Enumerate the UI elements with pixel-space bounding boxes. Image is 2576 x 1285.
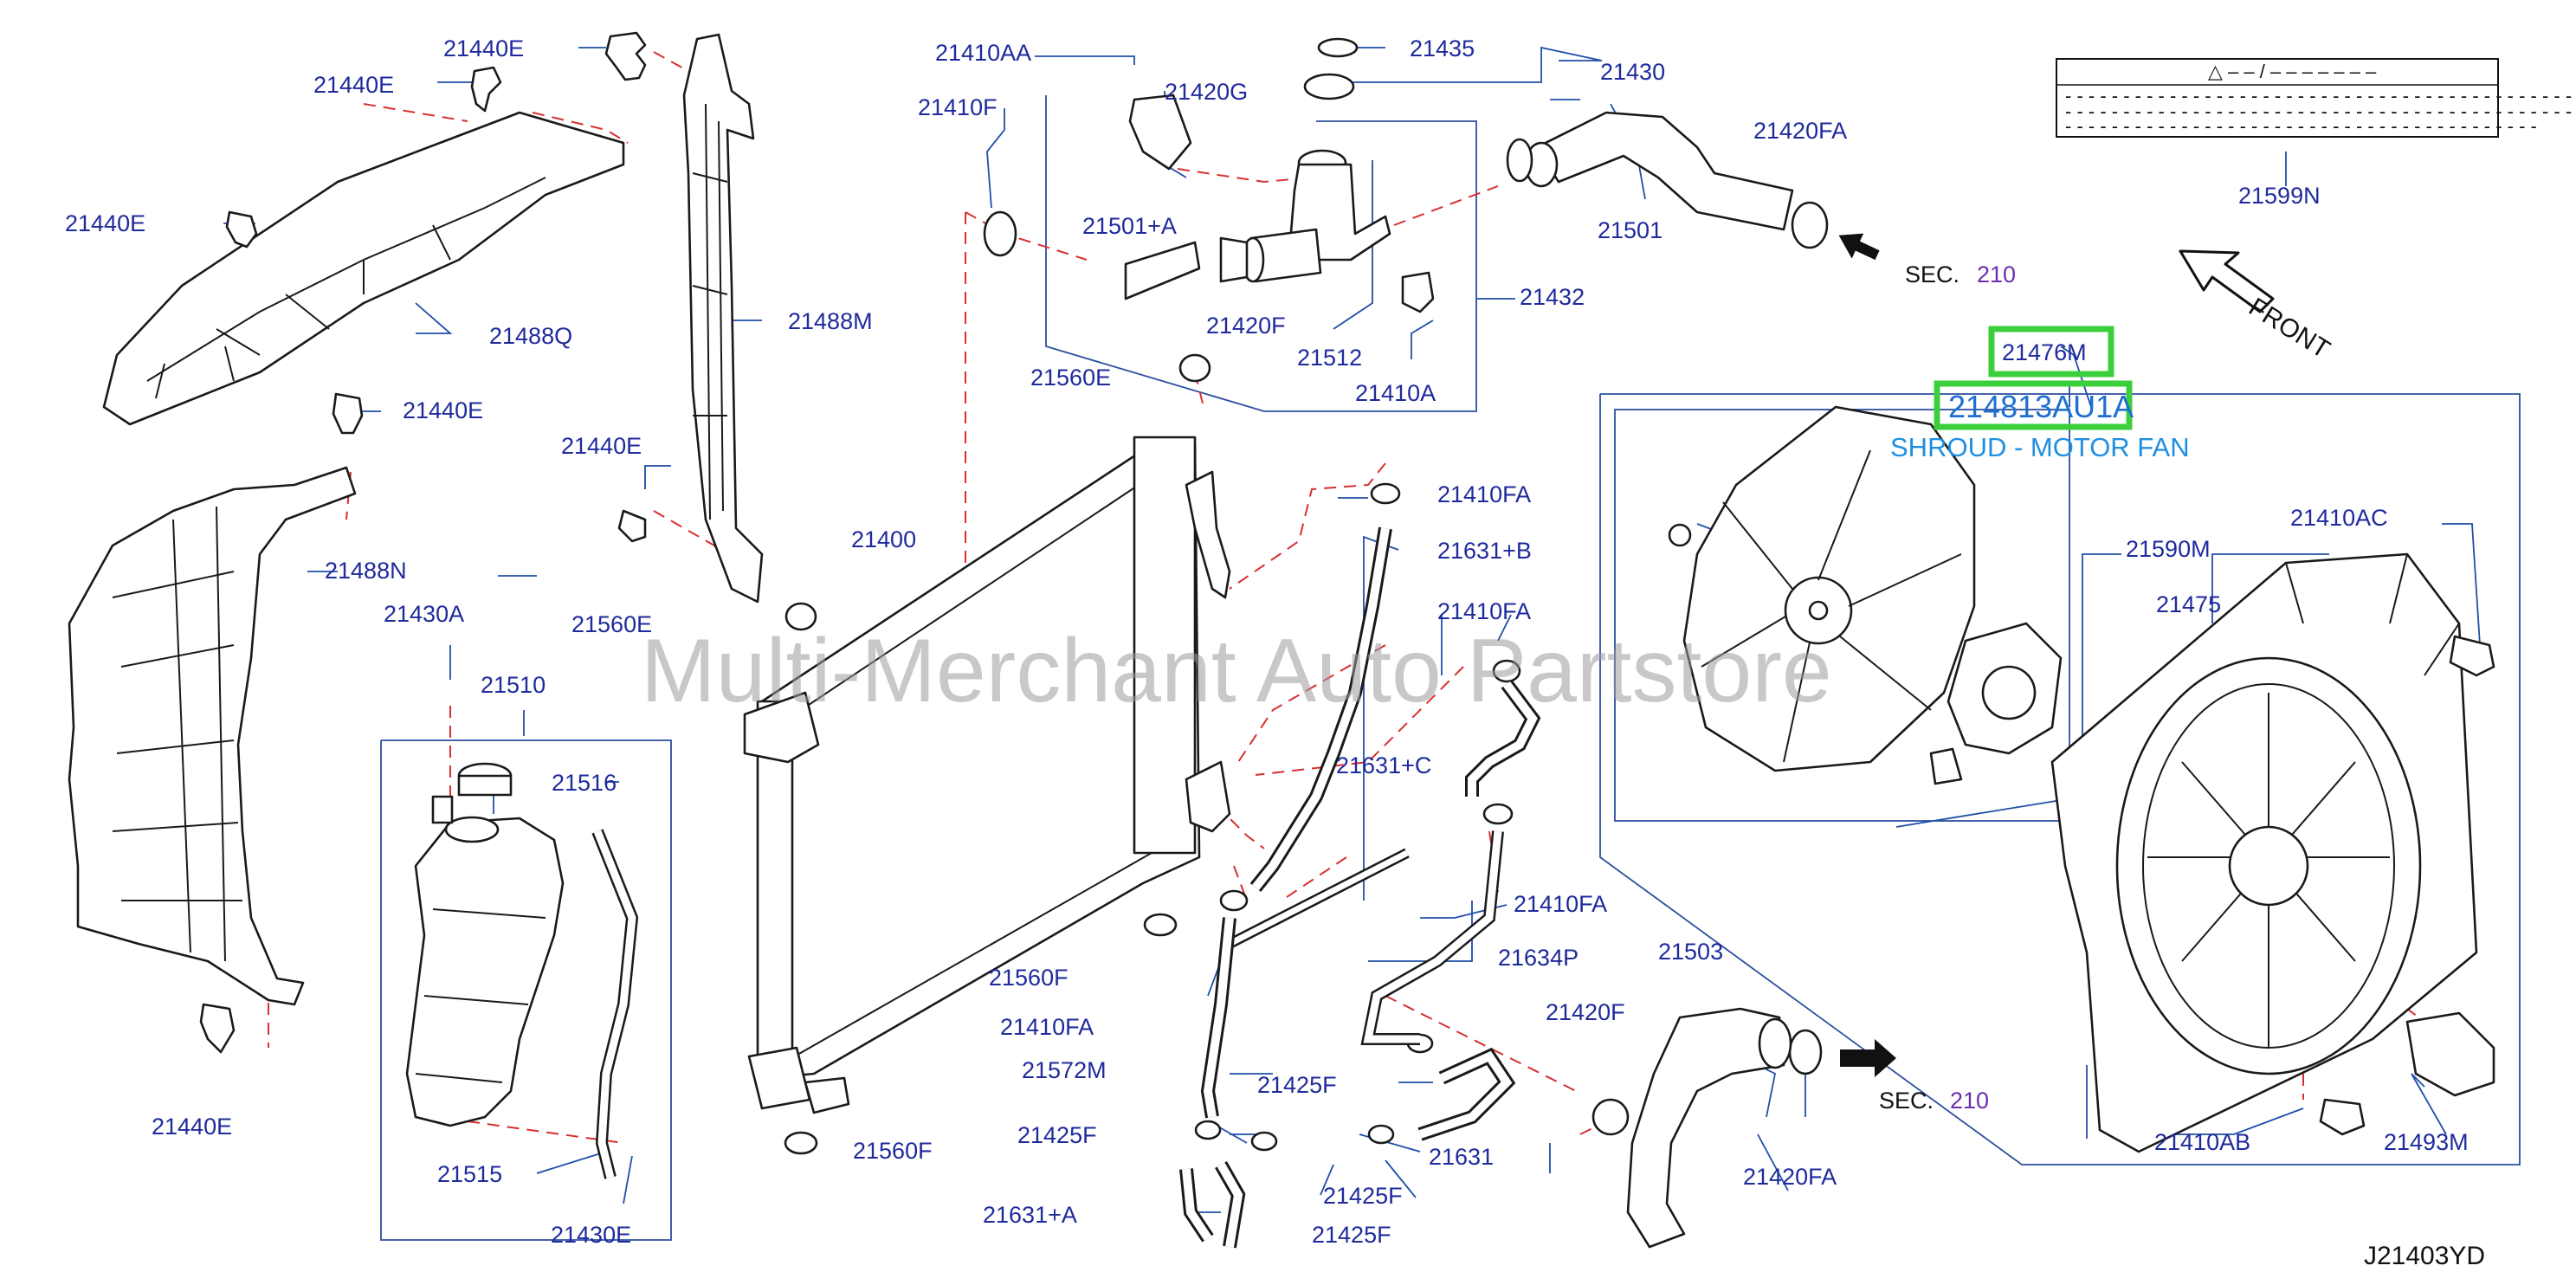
- label-21599N[interactable]: 21599N: [2238, 183, 2321, 209]
- label-21430E[interactable]: 21430E: [551, 1222, 631, 1248]
- label-21440E[interactable]: 21440E: [403, 397, 483, 423]
- upper-hose: [1506, 111, 1829, 249]
- warning-card-line-1: - - - - - - - - - - - - - - - - - - - - …: [2065, 85, 2576, 107]
- label-21501[interactable]: 21501: [1598, 217, 1662, 243]
- label-21410FA[interactable]: 21410FA: [1437, 481, 1531, 507]
- sec-arrows: [1838, 233, 1896, 1077]
- label-21440E[interactable]: 21440E: [313, 72, 394, 98]
- sec-ref-top-number[interactable]: 210: [1977, 262, 2016, 287]
- clips: [199, 31, 647, 1054]
- label-21515[interactable]: 21515: [437, 1161, 502, 1187]
- label-21572M[interactable]: 21572M: [1022, 1057, 1107, 1083]
- air-guide-side: [682, 33, 764, 604]
- label-21631C[interactable]: 21631+C: [1336, 752, 1431, 778]
- label-21440E[interactable]: 21440E: [152, 1114, 232, 1140]
- air-guide-upper: [102, 111, 625, 426]
- label-21560E[interactable]: 21560E: [1030, 365, 1111, 391]
- label-21560E[interactable]: 21560E: [571, 611, 652, 637]
- sec-ref-bottom-prefix: SEC.: [1879, 1088, 1934, 1114]
- label-21488N[interactable]: 21488N: [325, 558, 407, 584]
- grommets: [784, 353, 1211, 1155]
- overflow-hose: [591, 829, 639, 1179]
- label-21425F[interactable]: 21425F: [1312, 1222, 1391, 1248]
- label-21488Q[interactable]: 21488Q: [489, 323, 572, 349]
- label-21432[interactable]: 21432: [1520, 284, 1585, 310]
- label-21631[interactable]: 21631: [1429, 1144, 1494, 1170]
- label-21410FA[interactable]: 21410FA: [1437, 598, 1531, 624]
- warning-card-header: △ – – / – – – – – – –: [2208, 61, 2377, 82]
- warning-card-line-2: - - - - - - - - - - - - - - - - - - - - …: [2065, 100, 2576, 122]
- sec-ref-bottom-number[interactable]: 210: [1950, 1088, 1989, 1114]
- label-21410AB[interactable]: 21410AB: [2154, 1129, 2250, 1155]
- label-21425F[interactable]: 21425F: [1323, 1183, 1403, 1209]
- sec-ref-top-prefix: SEC.: [1905, 262, 1959, 287]
- label-21560F[interactable]: 21560F: [989, 965, 1068, 991]
- assembly-box-21510: [380, 739, 672, 1241]
- label-21631B[interactable]: 21631+B: [1437, 538, 1532, 564]
- label-21425F[interactable]: 21425F: [1017, 1122, 1097, 1148]
- label-21425F[interactable]: 21425F: [1257, 1072, 1337, 1098]
- highlight-description: SHROUD - MOTOR FAN: [1890, 432, 2190, 462]
- highlight-part-number[interactable]: 214813AU1A: [1948, 389, 2134, 424]
- label-21510[interactable]: 21510: [481, 672, 546, 698]
- label-21430[interactable]: 21430: [1600, 59, 1665, 85]
- warning-card: △ – – / – – – – – – – - - - - - - - - - …: [2056, 58, 2576, 138]
- air-guide-lower: [68, 466, 357, 1006]
- bolts-right: [2319, 635, 2495, 1136]
- label-21420FA[interactable]: 21420FA: [1753, 118, 1847, 144]
- highlight-box-part-number: [1934, 380, 2133, 430]
- label-21410FA[interactable]: 21410FA: [1000, 1014, 1094, 1040]
- label-21440E[interactable]: 21440E: [561, 433, 642, 459]
- label-21435[interactable]: 21435: [1410, 36, 1475, 61]
- highlight-box-21476M: [1988, 326, 2114, 378]
- fan-and-motor: [1668, 405, 2063, 785]
- assembly-box-21432: [1045, 95, 1477, 412]
- label-21493M[interactable]: 21493M: [2384, 1129, 2469, 1155]
- label-21475[interactable]: 21475: [2156, 591, 2221, 617]
- front-arrow-icon: [2179, 249, 2275, 313]
- connector: [2405, 1011, 2495, 1097]
- radiator: [743, 436, 1231, 1114]
- label-21410AA[interactable]: 21410AA: [935, 40, 1031, 66]
- diagram-code: J21403YD: [2364, 1242, 2485, 1270]
- label-21590M[interactable]: 21590M: [2126, 536, 2211, 562]
- warning-card-line-3: - - - - - - - - - - - - - - - - - - - - …: [2065, 115, 2537, 137]
- label-21488M[interactable]: 21488M: [788, 308, 873, 334]
- label-21410A[interactable]: 21410A: [1355, 380, 1436, 406]
- label-21410FA[interactable]: 21410FA: [1514, 891, 1607, 917]
- fan-shroud: [2050, 552, 2478, 1153]
- label-21420G[interactable]: 21420G: [1165, 79, 1248, 105]
- part-labels: 21440E 21440E 21440E 21488Q 21440E 21440…: [65, 36, 2469, 1248]
- label-21420F[interactable]: 21420F: [1546, 999, 1625, 1025]
- thermostat-housing: [1124, 37, 1435, 313]
- label-21501A[interactable]: 21501+A: [1082, 213, 1177, 239]
- label-21516[interactable]: 21516: [552, 770, 617, 796]
- label-21440E[interactable]: 21440E: [443, 36, 524, 61]
- label-21420FA[interactable]: 21420FA: [1743, 1164, 1837, 1190]
- label-21400[interactable]: 21400: [851, 526, 916, 552]
- front-label: FRONT: [2244, 293, 2334, 365]
- label-21440E[interactable]: 21440E: [65, 210, 145, 236]
- lower-hose: [1626, 1007, 1792, 1249]
- label-21420F[interactable]: 21420F: [1206, 313, 1286, 339]
- label-21560F[interactable]: 21560F: [853, 1138, 933, 1164]
- label-21503[interactable]: 21503: [1658, 939, 1723, 965]
- label-21410F[interactable]: 21410F: [918, 94, 997, 120]
- watermark: Multi-Merchant Auto Partstore: [641, 621, 1832, 721]
- label-21430A[interactable]: 21430A: [384, 601, 464, 627]
- label-21512[interactable]: 21512: [1297, 345, 1362, 371]
- bypass-hoses: [1179, 526, 1541, 1249]
- label-21634P[interactable]: 21634P: [1498, 945, 1579, 971]
- assembly-box-21590M: [1599, 393, 2521, 1166]
- reservoir-tank: [405, 762, 565, 1127]
- label-21410AC[interactable]: 21410AC: [2290, 505, 2388, 531]
- label-21476M[interactable]: 21476M: [2002, 339, 2087, 365]
- label-21631A[interactable]: 21631+A: [983, 1202, 1077, 1228]
